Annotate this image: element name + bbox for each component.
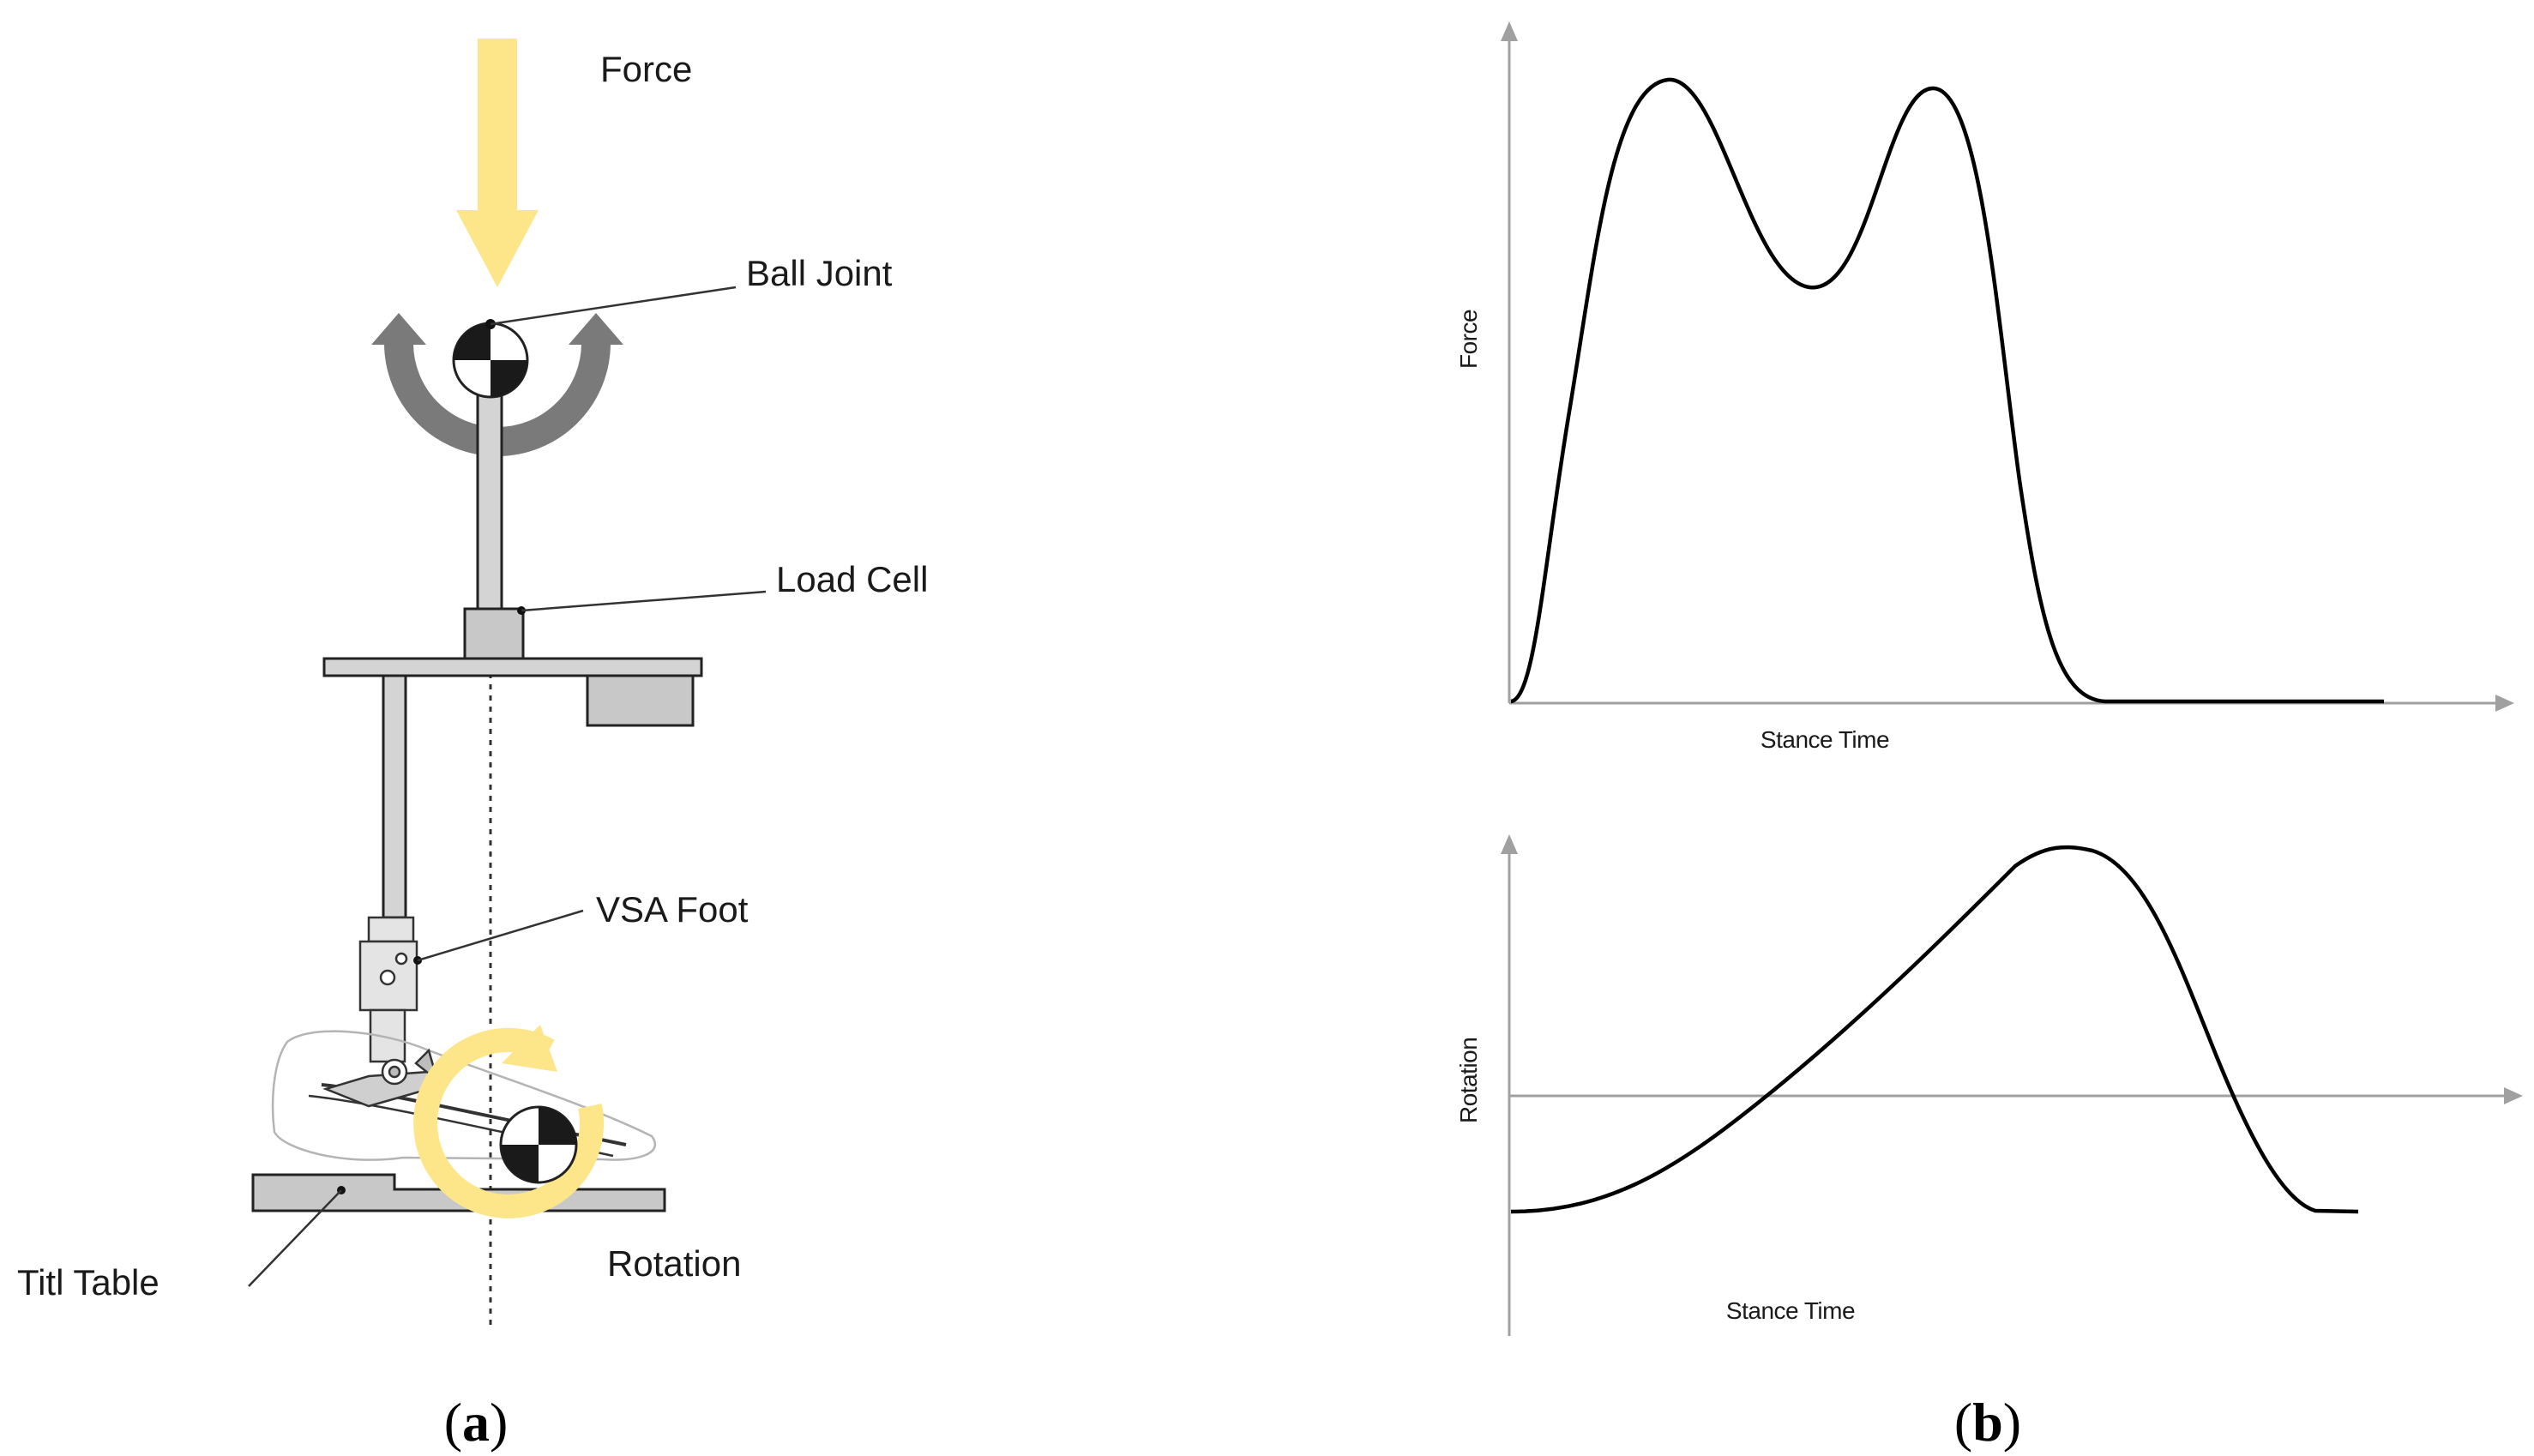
callout-leaders [248, 286, 767, 1287]
vsa-foot-label: VSA Foot [596, 889, 749, 930]
ankle-rotation-arrow [413, 1025, 604, 1218]
force-plot-xlabel: Stance Time [1761, 726, 1889, 753]
svg-text:(a): (a) [444, 1392, 509, 1453]
panel-a-letter: a [462, 1392, 490, 1453]
rotation-plot-y-arrowhead [1501, 834, 1518, 854]
rotation-plot-x-arrowhead [2504, 1087, 2523, 1104]
ball-joint-label: Ball Joint [746, 253, 893, 293]
svg-text:(b): (b) [1954, 1392, 2021, 1453]
force-label: Force [600, 49, 692, 89]
tilt-table-label: Titl Table [17, 1262, 160, 1303]
pylon [382, 674, 407, 919]
rotation-plot-xlabel: Stance Time [1726, 1297, 1855, 1324]
panel-b-caption: (b) [1954, 1392, 2021, 1453]
force-curve [1510, 77, 2384, 704]
rotation-plot-ylabel: Rotation [1455, 1038, 1482, 1123]
force-plot-x-arrowhead [2495, 695, 2514, 712]
panel-b: Force Stance Time Rotation Stance Time (… [1455, 21, 2523, 1453]
rotation-plot-axes [1508, 845, 2513, 1336]
rotation-label: Rotation [607, 1243, 741, 1284]
counterweight [586, 674, 695, 727]
force-plot-ylabel: Force [1455, 310, 1482, 369]
force-arrow [456, 39, 539, 287]
rotation-curve [1510, 845, 2359, 1214]
force-plot-y-arrowhead [1501, 21, 1518, 41]
load-shaft [476, 380, 503, 615]
panel-b-letter: b [1972, 1392, 2003, 1453]
ankle-rotation-marker [499, 1105, 578, 1184]
load-cell-label: Load Cell [776, 559, 928, 599]
panel-a: Force Ball Joint Load Cell VSA Foot Titl… [17, 39, 928, 1453]
ball-joint-marker [452, 322, 529, 399]
crossbar [322, 657, 703, 677]
panel-a-caption: (a) [444, 1392, 509, 1453]
load-cell-block [463, 607, 525, 660]
